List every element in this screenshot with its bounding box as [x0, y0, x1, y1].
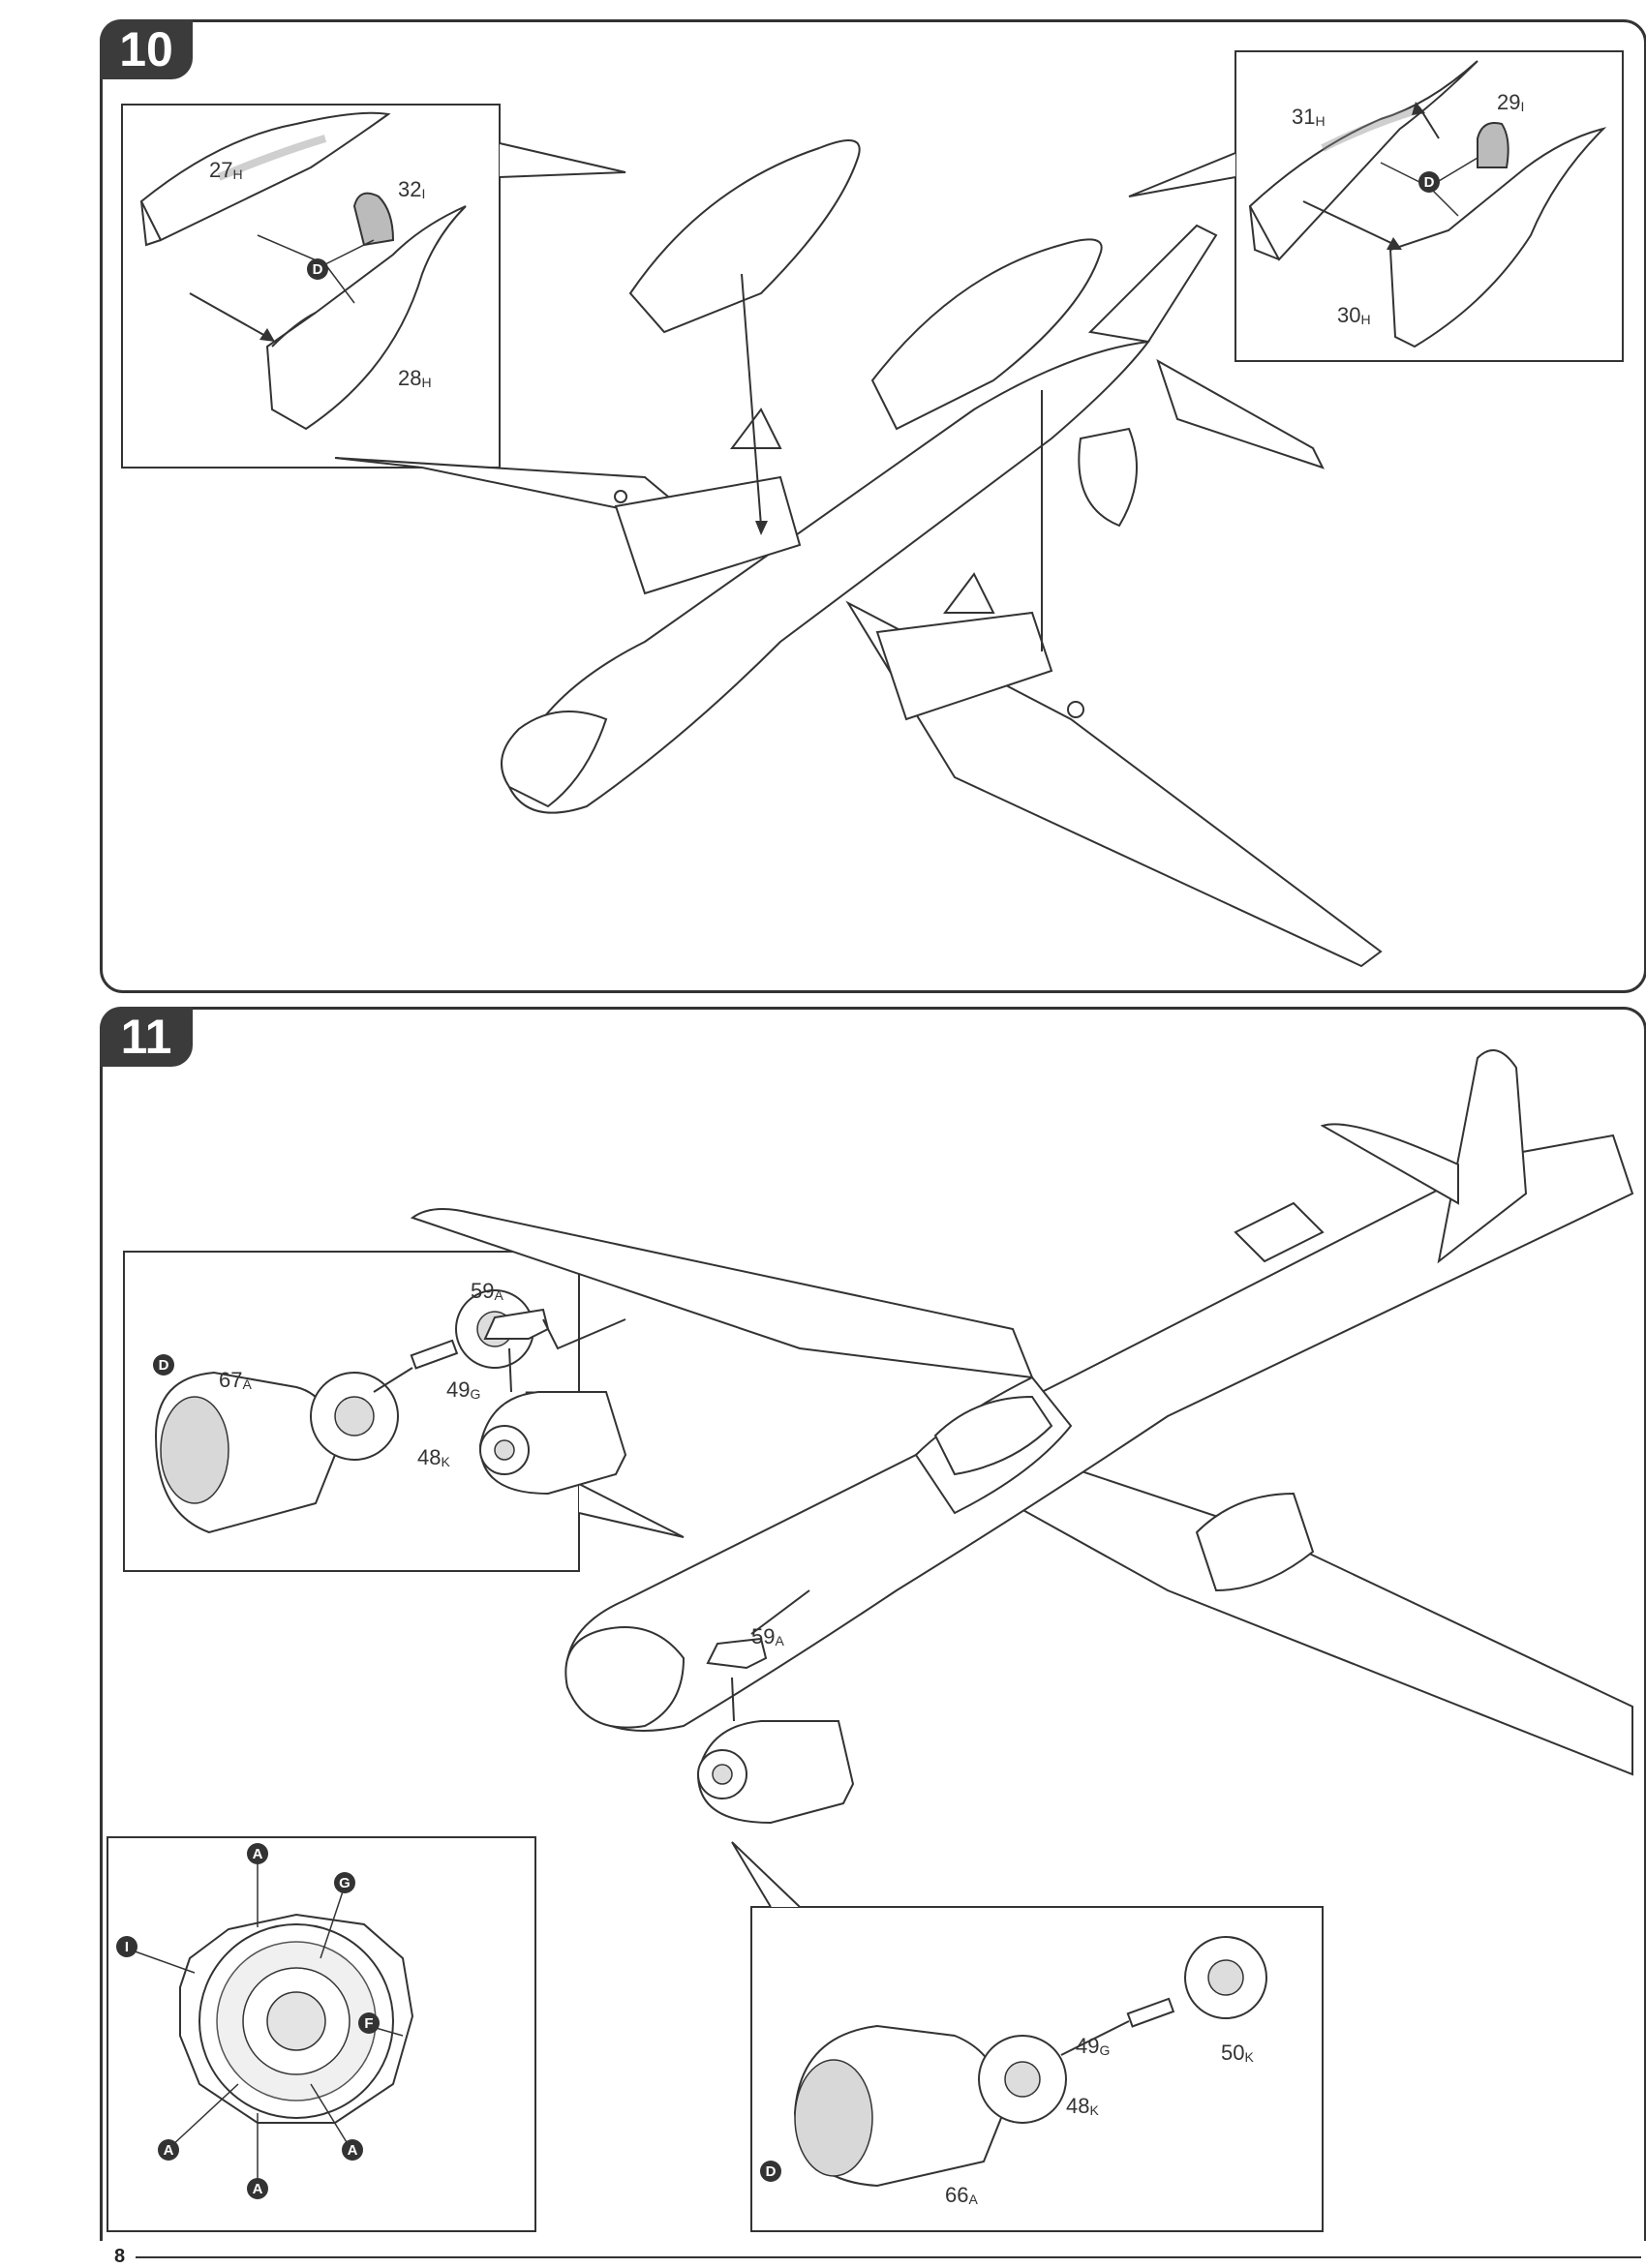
inset-engine-left — [123, 1251, 685, 1572]
callout-a-icon: A — [247, 2178, 268, 2199]
svg-text:D: D — [1424, 174, 1435, 191]
part-59a: 59A — [471, 1279, 503, 1303]
inset-engine-right — [731, 1841, 1324, 2232]
callout-d-icon: D — [760, 2161, 781, 2182]
part-67a: 67A — [219, 1368, 252, 1392]
step-10-panel: 10 27H 32I 28H D — [100, 19, 1646, 993]
svg-text:I: I — [125, 1939, 129, 1955]
svg-text:D: D — [159, 1357, 169, 1374]
svg-text:F: F — [364, 2015, 373, 2032]
aircraft-drawing — [334, 139, 1383, 968]
callout-a-icon: A — [158, 2139, 179, 2161]
part-30h: 30H — [1337, 303, 1371, 327]
svg-text:A: A — [348, 2142, 358, 2159]
part-48k: 48K — [417, 1445, 450, 1469]
part-49g: 49G — [1076, 2034, 1110, 2058]
callout-d-icon: D — [1418, 171, 1440, 193]
callout-g-icon: G — [334, 1872, 355, 1893]
inset-right — [1128, 50, 1624, 362]
svg-text:A: A — [253, 2181, 263, 2197]
part-31h: 31H — [1292, 105, 1326, 129]
part-28h: 28H — [398, 366, 432, 390]
callout-f-icon: F — [358, 2012, 380, 2034]
callout-i-icon: I — [116, 1936, 137, 1957]
page-number: 8 — [114, 2246, 126, 2267]
svg-text:G: G — [339, 1875, 351, 1891]
cowling-left — [478, 1308, 627, 1496]
color-guide-inset — [107, 1836, 536, 2232]
part-29i: 29I — [1497, 90, 1524, 114]
step-10-drawing: 27H 32I 28H D 31H 29I 30H — [121, 50, 1624, 968]
part-66a: 66A — [945, 2183, 978, 2207]
aircraft-drawing — [410, 1049, 1634, 1776]
footer-rule — [136, 2256, 1641, 2258]
part-27h: 27H — [209, 158, 243, 182]
svg-text:D: D — [313, 261, 323, 278]
inset-left — [121, 104, 626, 469]
svg-text:A: A — [253, 1846, 263, 1862]
part-32i: 32I — [398, 177, 425, 201]
callout-d-icon: D — [307, 258, 328, 280]
svg-text:A: A — [164, 2142, 174, 2159]
step-number-badge: 10 — [100, 19, 193, 79]
part-48k: 48K — [1066, 2094, 1099, 2118]
step-number-badge: 11 — [100, 1007, 193, 1067]
part-59a: 59A — [751, 1624, 784, 1648]
callout-a-icon: A — [342, 2139, 363, 2161]
callout-d-icon: D — [153, 1354, 174, 1376]
cowling-right — [696, 1589, 855, 1825]
step-11-panel: 11 67A 49G 50K 48K D — [100, 1007, 1646, 2241]
part-49g: 49G — [446, 1377, 480, 1402]
part-50k: 50K — [1221, 2041, 1254, 2065]
callout-a-icon: A — [247, 1843, 268, 1864]
step-11-drawing: 67A 49G 50K 48K D — [107, 1049, 1634, 2232]
svg-text:D: D — [766, 2163, 777, 2180]
